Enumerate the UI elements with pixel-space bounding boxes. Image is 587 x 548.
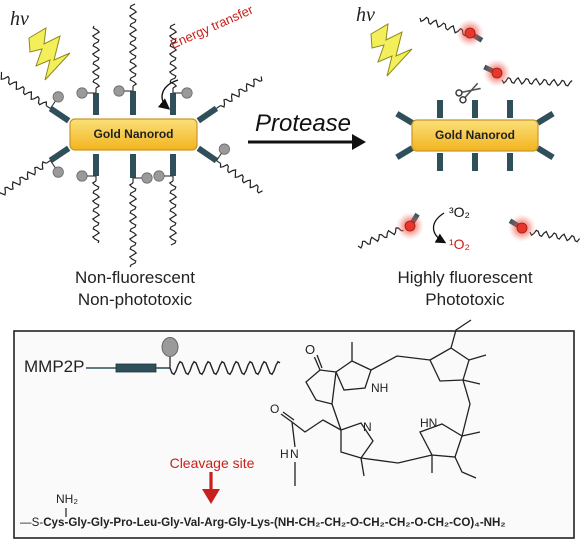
dye-molecule: [52, 91, 64, 103]
left-caption-line2: Non-phototoxic: [77, 290, 193, 309]
amide-h: H: [280, 447, 289, 461]
protease-label: Protease: [254, 110, 352, 137]
dye-molecule: [218, 143, 230, 155]
dye-molecule: [113, 85, 125, 97]
right-stub-group: [395, 100, 555, 171]
cleavage-site-arrow: [202, 472, 220, 504]
right-caption-line2: Phototoxic: [425, 290, 505, 309]
linker-joint: [45, 160, 51, 164]
cleaved-linker-stub: [395, 145, 414, 160]
left-lightning-icon: [28, 27, 71, 81]
linker-block: [48, 106, 71, 124]
peg-chain: [168, 23, 178, 89]
peg-chain: [91, 25, 101, 89]
dye-molecule: [181, 87, 193, 99]
right-lightning-icon: [370, 23, 413, 77]
linker-joint: [216, 160, 221, 164]
singlet-oxygen-label: ¹O₂: [449, 236, 470, 252]
released-peg-chain: [357, 227, 404, 249]
left-hv-label: hv: [10, 8, 29, 30]
amide-n: N: [290, 447, 299, 461]
scissors-icon: [455, 82, 481, 104]
nh2-label: NH₂: [56, 492, 78, 506]
linker-block: [196, 145, 219, 164]
peptide-prefix: —S-: [20, 516, 44, 529]
peg-chain: [128, 182, 138, 268]
peg-chain: [168, 180, 178, 246]
energy-transfer-arrow: [157, 79, 179, 110]
cleaved-linker-stub: [395, 111, 414, 126]
dye-molecule: [52, 166, 64, 178]
protease-arrow: [248, 134, 366, 150]
right-hv-label: hv: [356, 4, 375, 26]
peg-chain: [220, 76, 263, 108]
left-gold-nanorod: [69, 118, 198, 151]
peg-chain: [0, 160, 47, 196]
linker-block: [196, 105, 219, 124]
peg-chain: [0, 71, 48, 106]
peptide-sequence: Cys-Gly-Gly-Pro-Leu-Gly-Val-Arg-Gly-Lys-…: [43, 516, 506, 529]
mmp2p-probe-icon: [86, 337, 281, 376]
linker-joint: [45, 105, 51, 109]
released-peg-chain: [529, 229, 581, 243]
dye-molecule: [76, 87, 88, 99]
right-gold-nanorod: [411, 119, 539, 152]
fluorescent-dye: [464, 27, 476, 39]
left-caption-line1: Non-fluorescent: [74, 268, 195, 287]
peg-chain: [128, 3, 138, 87]
peptide-sequence-line: —S-Cys-Gly-Gly-Pro-Leu-Gly-Val-Arg-Gly-L…: [20, 516, 506, 529]
dye-tether: [216, 152, 223, 161]
mmp2p-label: MMP2P: [24, 357, 85, 376]
right-nanorod-label: Gold Nanorod: [435, 128, 515, 142]
peg-chain: [91, 180, 101, 244]
cleaved-linker-stub: [536, 110, 555, 126]
oxygen-conversion-arrow: [432, 212, 447, 244]
cleaved-linker-stub: [536, 145, 555, 161]
porphyrin-structure: [280, 319, 487, 486]
released-peg-chain: [501, 76, 573, 87]
porphyrin-n: N: [363, 420, 372, 434]
linker-block: [48, 145, 71, 163]
cleavage-site-label: Cleavage site: [169, 455, 255, 471]
left-nanorod-label: Gold Nanorod: [93, 127, 174, 141]
fluorescent-dye: [404, 220, 416, 232]
right-caption-line1: Highly fluorescent: [397, 268, 533, 287]
dye-molecule: [76, 170, 88, 182]
dye-molecule: [141, 172, 153, 184]
amide-o: O: [270, 402, 280, 416]
porphyrin-keto-o: O: [305, 342, 316, 357]
triplet-oxygen-label: ³O₂: [449, 204, 470, 220]
porphyrin-hn: HN: [420, 416, 438, 430]
dye-tether: [49, 99, 57, 109]
released-fragment-group: [357, 16, 581, 249]
dye-tether: [49, 160, 57, 170]
linker-joint: [216, 105, 221, 109]
fluorescent-dye: [516, 222, 528, 234]
fluorescent-dye: [491, 67, 503, 79]
dye-molecule: [153, 170, 165, 182]
porphyrin-nh: NH: [371, 381, 389, 395]
peg-chain: [219, 163, 263, 194]
left-probe-group: [0, 3, 263, 268]
